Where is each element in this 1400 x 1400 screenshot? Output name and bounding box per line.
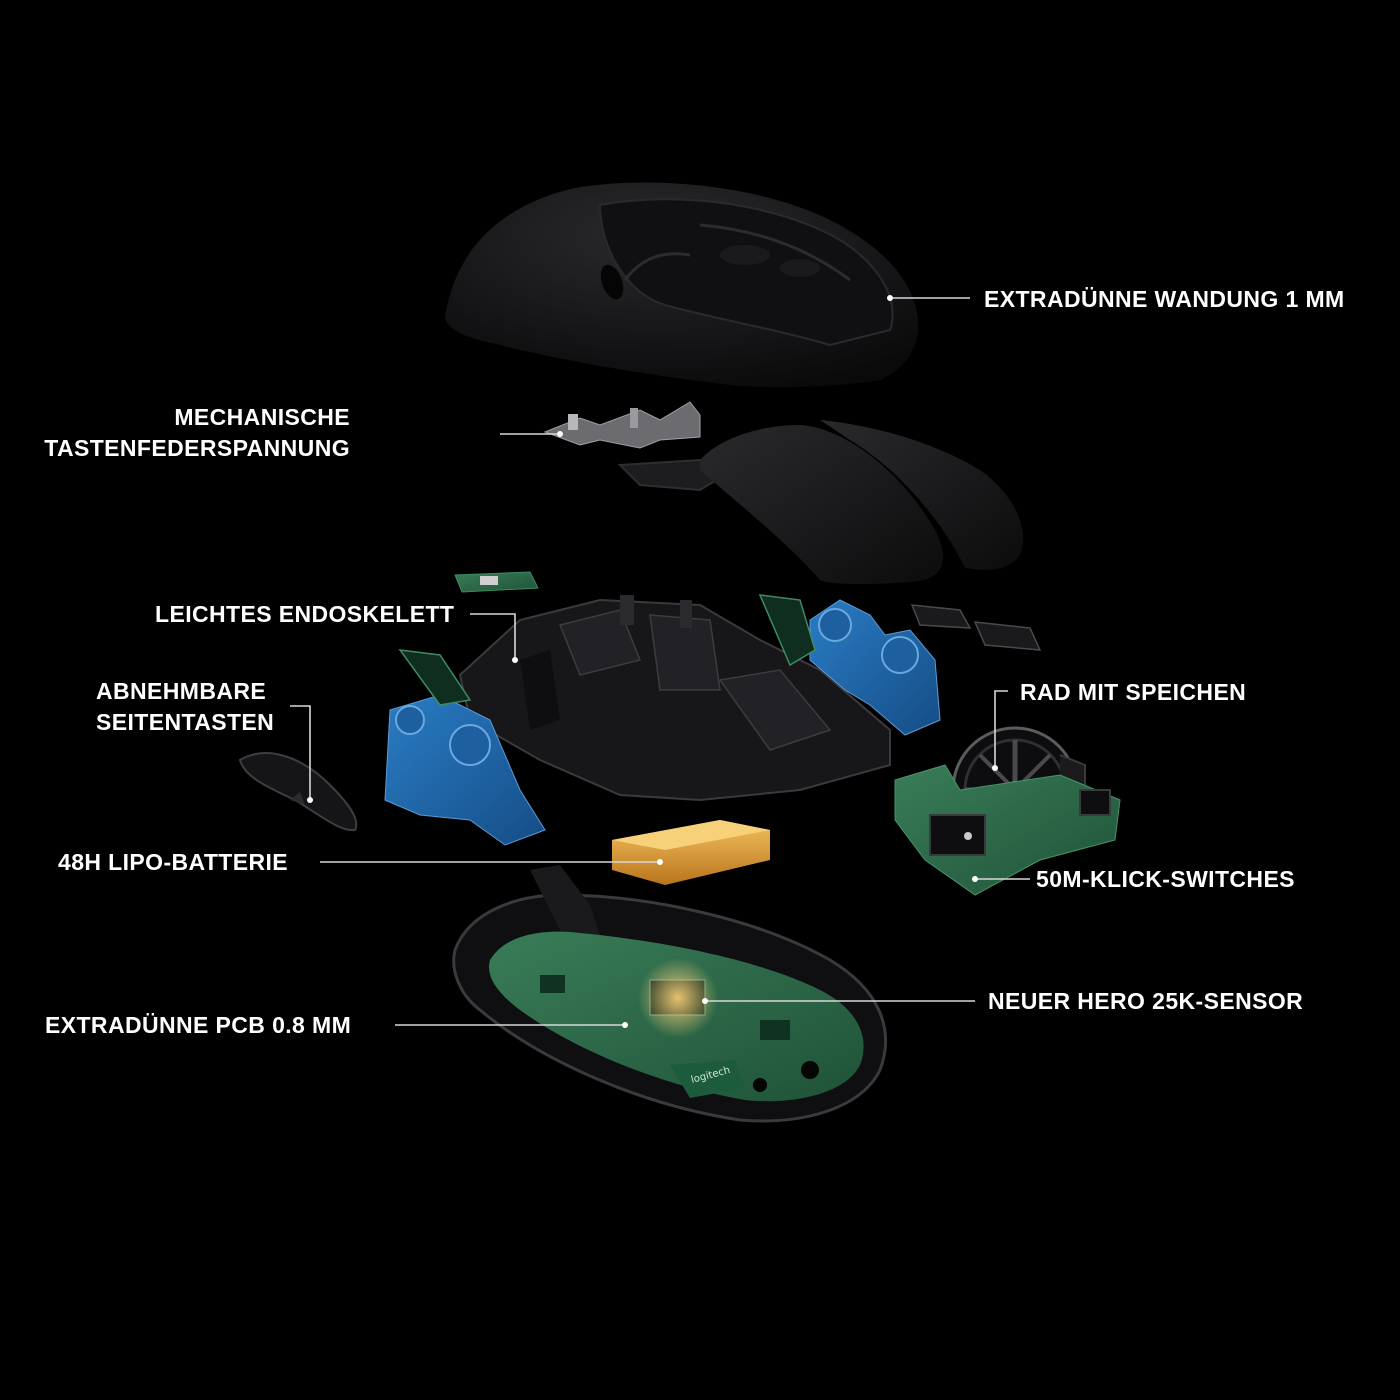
leader-dot-endoskeleton: [512, 657, 518, 663]
leader-side-buttons: [290, 705, 311, 800]
main-pcb-board: logitech: [489, 931, 864, 1102]
leader-endoskeleton: [470, 613, 516, 660]
callout-spring-tension-line1: MECHANISCHE: [174, 404, 350, 430]
callout-side-buttons-line1: ABNEHMBARE: [96, 678, 267, 704]
callout-spring-tension-line2: TASTENFEDERSPANNUNG: [44, 435, 350, 461]
callout-side-buttons-line2: SEITENTASTEN: [96, 709, 275, 735]
callout-wheel: RAD MIT SPEICHEN: [1020, 679, 1247, 705]
leader-dot-side-buttons: [307, 797, 313, 803]
scroll-bracket-parts: [910, 604, 1042, 651]
leader-dot-battery: [657, 859, 663, 865]
leader-wheel: [994, 690, 1008, 768]
callout-switches: 50M-KLICK-SWITCHES: [1036, 866, 1295, 892]
leader-dot-pcb: [622, 1022, 628, 1028]
leader-dot-spring: [557, 431, 563, 437]
callout-endoskeleton: LEICHTES ENDOSKELETT: [155, 601, 455, 627]
leader-dot-shell-wall: [887, 295, 893, 301]
main-buttons: [700, 420, 1024, 585]
callout-spring-tension: MECHANISCHE TASTENFEDERSPANNUNG: [30, 402, 350, 464]
detachable-side-buttons-part: [238, 752, 358, 832]
callout-sensor: NEUER HERO 25K-SENSOR: [988, 988, 1304, 1014]
small-pcb-board: [454, 571, 539, 593]
endoskeleton: [458, 595, 891, 802]
callout-battery: 48H LIPO-BATTERIE: [58, 849, 289, 875]
leader-dot-wheel: [992, 765, 998, 771]
leader-lines: [290, 295, 1030, 1028]
leader-dot-switches: [972, 876, 978, 882]
switch-pcb-board: [894, 764, 1121, 896]
lipo-battery: [612, 820, 770, 885]
top-shell: [445, 182, 919, 388]
right-blue-side-frame: [758, 594, 941, 736]
left-blue-side-frame: [384, 649, 546, 846]
callout-side-buttons: ABNEHMBARE SEITENTASTEN: [96, 676, 274, 738]
callout-pcb: EXTRADÜNNE PCB 0.8 MM: [45, 1012, 352, 1038]
spring-tension-mechanism: [543, 401, 722, 492]
leader-dot-sensor: [702, 998, 708, 1004]
callout-shell-wall: EXTRADÜNNE WANDUNG 1 MM: [984, 286, 1345, 312]
